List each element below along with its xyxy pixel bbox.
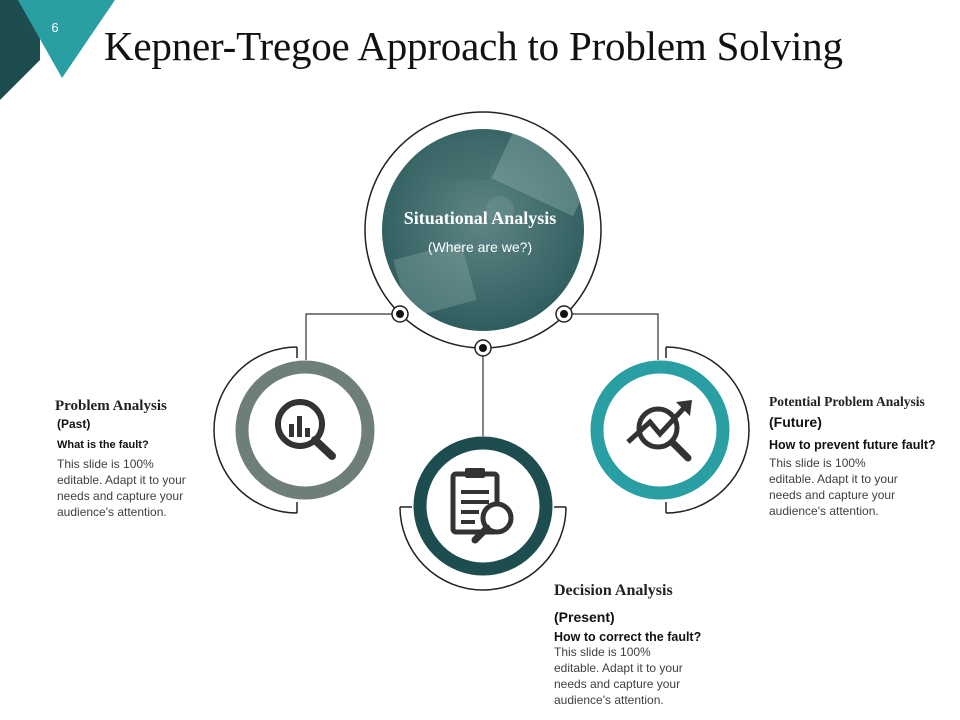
situational-title: Situational Analysis — [403, 208, 557, 228]
problem-time: (Past) — [57, 417, 91, 431]
clipboard-search-icon — [450, 468, 514, 544]
trend-search-icon — [626, 400, 692, 462]
problem-title: Problem Analysis — [55, 398, 167, 414]
decision-ring — [413, 436, 553, 576]
decision-question: How to correct the fault? — [554, 630, 702, 644]
magnifier-chart-icon — [275, 399, 336, 460]
potential-time: (Future) — [769, 414, 822, 430]
potential-title: Potential Problem Analysis — [769, 394, 925, 409]
potential-ring — [590, 360, 730, 500]
slide-number: 6 — [51, 20, 59, 35]
decision-title: Decision Analysis — [554, 582, 673, 599]
potential-body: This slide is 100% editable. Adapt it to… — [769, 456, 898, 518]
decision-time: (Present) — [554, 609, 615, 625]
problem-arc — [213, 346, 298, 514]
potential-arc — [665, 346, 750, 514]
page-title: Kepner-Tregoe Approach to Problem Solvin… — [104, 23, 843, 69]
situational-subtitle: (Where are we?) — [427, 239, 533, 255]
decision-body: This slide is 100% editable. Adapt it to… — [554, 645, 683, 707]
problem-question: What is the fault? — [57, 439, 149, 451]
corner-decoration — [0, 0, 115, 100]
photo-texture — [393, 129, 584, 319]
junction-dots — [391, 305, 573, 357]
problem-body: This slide is 100% editable. Adapt it to… — [57, 457, 186, 519]
situational-photo-circle — [382, 129, 584, 331]
potential-question: How to prevent future fault? — [769, 438, 936, 452]
decision-arc — [399, 506, 567, 591]
connector-lines — [305, 313, 659, 436]
